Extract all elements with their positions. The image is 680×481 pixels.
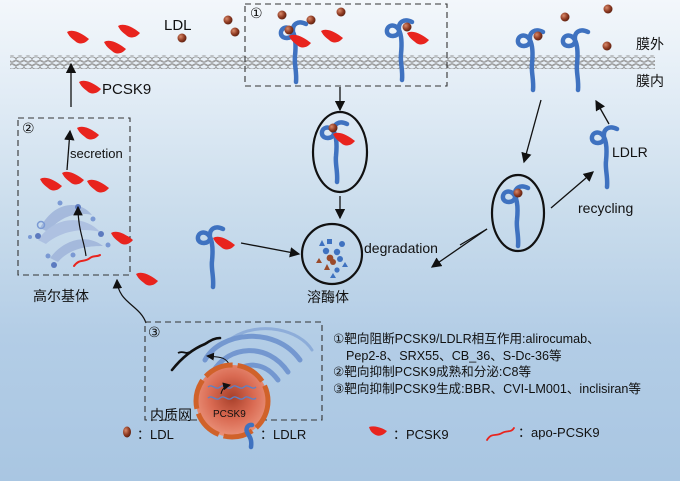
ldl-particle-icon [177,33,187,43]
pcsk9-protein-icon [289,34,311,48]
maturation-arrow [73,205,87,257]
pcsk9-protein-icon [79,80,101,94]
pcsk9-protein-icon [62,171,84,185]
pcsk9-protein-icon [407,31,429,45]
note-line-1: ①靶向阻断PCSK9/LDLR相互作用:alirocumab、 [333,332,600,346]
box-2-marker: ② [22,121,35,137]
note-line-4: ③靶向抑制PCSK9生成:BBR、CVI-LM001、inclisiran等 [333,381,642,396]
endosome-vesicle [311,110,369,194]
pcsk9-protein-icon [321,29,343,43]
legend-ldl-icon [123,426,131,438]
box-2-golgi-secretion [17,117,131,276]
legend-apo-pcsk9-icon [486,427,515,441]
legend-ldlr-icon [244,422,255,450]
secretion-arrow [64,129,75,171]
recycling-arrow [550,171,594,209]
lysosome-label: 溶酶体 [307,290,349,306]
ldl-particle-icon [603,4,613,14]
degradation-label: degradation [364,240,438,256]
ldl-particle-icon [277,10,287,20]
recycling-label: recycling [578,200,634,216]
recycling-vesicle [490,173,546,253]
ldlr-receptor-icon [198,227,223,287]
box-1-ldlr-pcsk9-interaction [244,3,448,87]
ldl-particle-icon [306,15,316,25]
nucleus-pcsk9-label: PCSK9 [213,409,246,420]
recycling-to-membrane-arrow [595,99,610,125]
free-complex-to-lysosome-arrow [240,242,301,258]
note-line-2: Pep2-8、SRX55、CB_36、S-Dc-36等 [346,348,562,363]
golgi-label: 高尔基体 [33,289,89,305]
pcsk9-protein-icon [87,179,109,193]
ldl-particle-icon [230,27,240,37]
ldlr-receptor-icon [281,22,306,82]
ldl-particle-icon [602,41,612,51]
pcsk9-protein-icon [40,177,62,191]
ldl-particle-icon [533,31,543,41]
golgi-apparatus-icon [28,200,111,268]
ldl-label: LDL [164,17,192,34]
nucleus [196,365,268,437]
extracellular-label: 膜外 [636,37,664,53]
ldl-particle-icon [328,123,338,133]
pcsk9-protein-icon [118,24,140,38]
legend-ldlr-label: ：LDLR [260,427,307,442]
pcsk9-protein-icon [111,231,133,245]
legend-ldl-label: ：LDL [137,427,174,442]
cell-membrane [10,55,655,69]
therapeutic-notes: ①靶向阻断PCSK9/LDLR相互作用:alirocumab、 Pep2-8、S… [333,331,641,397]
er-label: 内质网 [150,408,192,424]
legend-pcsk9-label: ：PCSK9 [393,427,449,442]
apo-pcsk9-icon [73,254,101,267]
box-1-marker: ① [250,6,263,22]
ldlr-internalization-arrow [521,99,542,164]
pcsk9-protein-icon [104,40,126,54]
degradation-arrow [430,228,488,268]
er-to-golgi-arrow [112,278,147,324]
ldl-particle-icon [513,188,523,198]
ldl-particle-icon [284,25,294,35]
ldl-particle-icon [402,22,412,32]
legend-pcsk9-icon [369,426,387,436]
intracellular-label: 膜内 [636,74,664,90]
mrna-ribosome-icon [170,336,222,372]
pcsk9-protein-icon [213,236,235,250]
secretion-label: secretion [70,146,123,161]
pcsk9-protein-icon [67,30,89,44]
box-3-marker: ③ [148,325,161,341]
legend-apo-pcsk9-label: ：apo-PCSK9 [518,425,600,440]
ldl-particle-icon [336,7,346,17]
ldlr-label: LDLR [612,144,648,160]
ldl-particle-icon [560,12,570,22]
pcsk9-protein-icon [77,126,99,140]
note-line-3: ②靶向抑制PCSK9成熟和分泌:C8等 [333,365,532,379]
degraded-fragments [316,239,348,278]
pcsk9-protein-icon [136,272,158,286]
ldl-particle-icon [223,15,233,25]
lysosome [300,222,364,286]
pcsk9-label: PCSK9 [102,81,152,98]
